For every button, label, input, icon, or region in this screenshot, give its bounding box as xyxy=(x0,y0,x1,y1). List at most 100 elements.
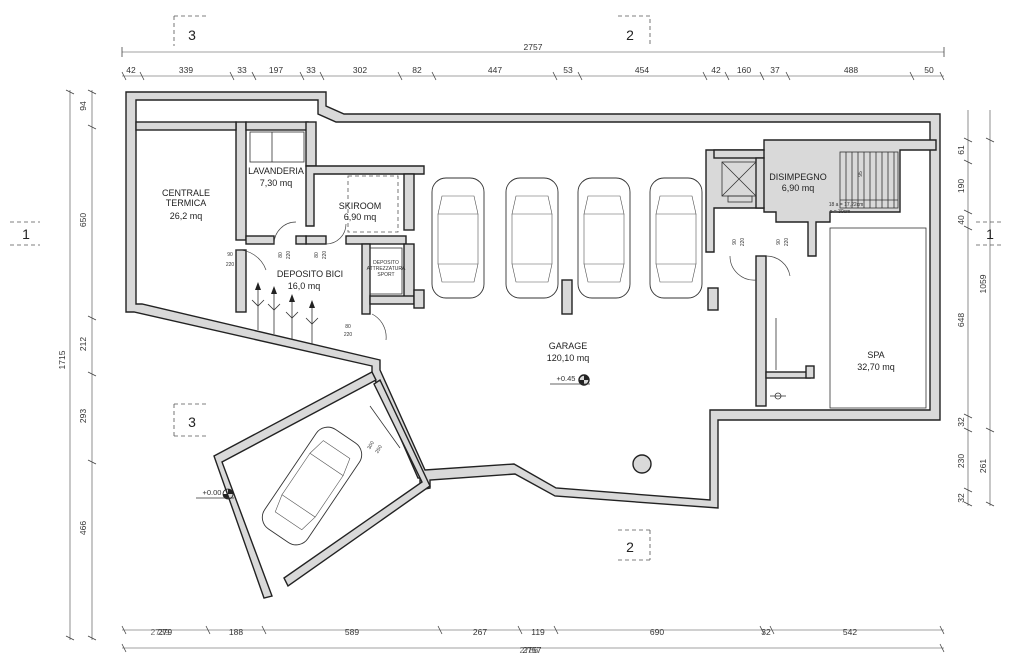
bottom-total-dimension: 2757 xyxy=(523,645,542,655)
bottom-dim-overlap-b: 2786 xyxy=(520,645,539,655)
door-ct-width: 90 xyxy=(227,252,233,258)
ramp-door-height: 250 xyxy=(374,444,383,454)
top-dim-7: 82 xyxy=(412,65,422,75)
top-dim-15: 50 xyxy=(924,65,934,75)
stair-step-count: 95 xyxy=(858,171,864,177)
room-garage-area: 120,10 mq xyxy=(547,353,590,363)
section-marker-3-top: 3 xyxy=(173,15,206,46)
ramp-elevation: +0.00 xyxy=(203,488,222,497)
top-dim-11: 42 xyxy=(711,65,721,75)
room-centrale-termica-name-1: CENTRALE xyxy=(162,188,210,198)
room-deposito-bici-name: DEPOSITO BICI xyxy=(277,269,343,279)
door-dis-left-height: 220 xyxy=(740,238,746,247)
top-dimensions: 2757 42 339 33 197 33 302 82 447 53 454 … xyxy=(121,42,945,81)
svg-text:3: 3 xyxy=(188,27,196,43)
top-dim-5: 33 xyxy=(306,65,316,75)
room-skiroom-area: 6,90 mq xyxy=(344,212,377,222)
bottom-dim-5: 119 xyxy=(531,627,545,637)
door-dis-right-height: 220 xyxy=(784,238,790,247)
svg-text:ATTREZZATURA: ATTREZZATURA xyxy=(367,266,406,272)
parked-car-4 xyxy=(649,177,703,299)
svg-text:DEPOSITO: DEPOSITO xyxy=(373,260,399,266)
door-ski-height: 220 xyxy=(322,251,328,260)
door-lav-width: 80 xyxy=(278,252,284,258)
top-dim-2: 339 xyxy=(179,65,193,75)
laundry-fixtures xyxy=(249,131,305,163)
bottom-dim-1: 279 xyxy=(158,627,172,637)
svg-text:SPORT: SPORT xyxy=(377,272,394,278)
bottom-dim-4: 267 xyxy=(473,627,487,637)
sports-storage-box: DEPOSITO ATTREZZATURA SPORT xyxy=(367,247,406,295)
right-total-upper: 1059 xyxy=(978,274,988,293)
room-deposito-bici-area: 16,0 mq xyxy=(288,281,321,291)
door-bici-width: 80 xyxy=(345,324,351,330)
ramp-elevation-marker: +0.00 xyxy=(196,488,234,500)
left-dim-2: 650 xyxy=(78,213,88,227)
top-dim-13: 37 xyxy=(770,65,780,75)
bike-rack-icon xyxy=(251,282,319,344)
door-dis-right-width: 90 xyxy=(776,239,782,245)
section-marker-1-right: 1 xyxy=(976,221,1004,246)
door-dis-left-width: 90 xyxy=(732,239,738,245)
right-dim-3: 40 xyxy=(956,215,966,225)
parked-car-2 xyxy=(505,177,559,299)
stair-note-1: 18 a = 17,22cm xyxy=(829,202,864,208)
top-dim-4: 197 xyxy=(269,65,283,75)
left-dimensions: 94 650 212 293 466 1715 xyxy=(57,89,97,641)
left-dim-5: 466 xyxy=(78,521,88,535)
right-dim-6: 230 xyxy=(956,454,966,468)
left-dim-4: 293 xyxy=(78,409,88,423)
right-total-lower: 261 xyxy=(978,459,988,473)
room-garage-name: GARAGE xyxy=(549,341,588,351)
stair-note-2: p = 30cm xyxy=(830,209,851,215)
skiroom-shelf xyxy=(347,175,399,233)
section-marker-2-bottom: 2 xyxy=(618,529,651,561)
top-dim-1: 42 xyxy=(126,65,136,75)
bottom-dimensions: 279 188 589 267 119 690 32 542 2739 2757… xyxy=(121,625,945,655)
walls xyxy=(125,91,941,599)
bottom-dim-overlap-a: 2739 xyxy=(151,627,170,637)
room-labels: CENTRALE TERMICA 26,2 mq LAVANDERIA 7,30… xyxy=(162,166,895,372)
room-disimpegno-name: DISIMPEGNO xyxy=(769,172,827,182)
svg-text:1: 1 xyxy=(986,226,994,242)
room-skiroom-name: SKIROOM xyxy=(339,201,382,211)
staircase: 95 18 a = 17,22cm p = 30cm xyxy=(829,151,899,215)
bottom-dim-7: 32 xyxy=(761,627,771,637)
svg-text:2: 2 xyxy=(626,539,634,555)
section-marker-1-left: 1 xyxy=(10,221,40,246)
svg-text:1: 1 xyxy=(22,226,30,242)
left-total-dimension: 1715 xyxy=(57,350,67,369)
top-dim-14: 488 xyxy=(844,65,858,75)
top-dim-10: 454 xyxy=(635,65,649,75)
room-spa-area: 32,70 mq xyxy=(857,362,895,372)
parked-car-1 xyxy=(431,177,485,299)
section-marker-2-top: 2 xyxy=(618,15,651,46)
elevator-icon xyxy=(721,161,757,203)
garage-elevation-marker: +0.45 xyxy=(550,374,590,386)
right-dim-2: 190 xyxy=(956,179,966,193)
parked-car-3 xyxy=(577,177,631,299)
left-dim-1: 94 xyxy=(78,101,88,111)
room-spa-name: SPA xyxy=(867,350,884,360)
top-total-dimension: 2757 xyxy=(524,42,543,52)
top-dim-3: 33 xyxy=(237,65,247,75)
ramp-door-width: 300 xyxy=(366,440,375,450)
right-dim-7: 32 xyxy=(956,493,966,503)
door-lav-height: 220 xyxy=(286,251,292,260)
right-dim-1: 61 xyxy=(956,145,966,155)
spa-shower xyxy=(770,318,786,400)
garage-elevation: +0.45 xyxy=(557,374,576,383)
room-disimpegno-area: 6,90 mq xyxy=(782,183,815,193)
ramp-car xyxy=(261,426,363,546)
svg-text:3: 3 xyxy=(188,414,196,430)
bottom-dim-6: 690 xyxy=(650,627,664,637)
room-lavanderia-area: 7,30 mq xyxy=(260,178,293,188)
bottom-dim-3: 589 xyxy=(345,627,359,637)
top-dim-12: 160 xyxy=(737,65,751,75)
right-dimensions: 61 190 40 648 32 230 32 1059 261 xyxy=(956,110,995,507)
right-dim-4: 648 xyxy=(956,313,966,327)
doors xyxy=(235,221,791,449)
room-lavanderia-name: LAVANDERIA xyxy=(248,166,304,176)
left-dim-3: 212 xyxy=(78,337,88,351)
